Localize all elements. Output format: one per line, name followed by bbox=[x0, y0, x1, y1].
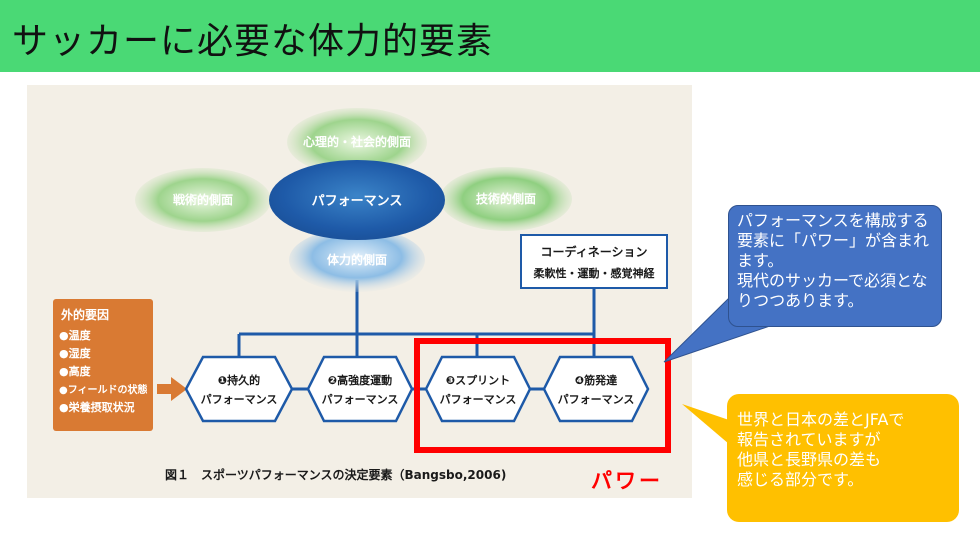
ellipse-technical-label: 技術的側面 bbox=[476, 191, 536, 206]
arrow-icon bbox=[157, 377, 187, 401]
hexagon-muscle-line1: ❹筋発達 bbox=[575, 373, 617, 387]
external-factors-box: 外的要因 ●温度 ●湿度 ●高度 ●フィールドの状態 ●栄養摂取状況 bbox=[53, 299, 153, 431]
figure-caption: 図１ スポーツパフォーマンスの決定要素（Bangsbo,2006) bbox=[165, 467, 506, 482]
external-item-4: ●フィールドの状態 bbox=[59, 383, 148, 396]
connector-lines bbox=[237, 280, 596, 391]
title-bar: サッカーに必要な体力的要素 bbox=[0, 0, 980, 72]
hexagon-sprint-line2: パフォーマンス bbox=[440, 393, 517, 406]
power-highlight-box bbox=[414, 338, 671, 453]
ellipse-psych-label: 心理的・社会的側面 bbox=[303, 134, 411, 149]
ellipse-psych: 心理的・社会的側面 bbox=[287, 108, 427, 176]
coordination-box: コーディネーション 柔軟性・運動・感覚神経 bbox=[520, 234, 668, 289]
hexagon-muscle-line2: パフォーマンス bbox=[558, 393, 635, 406]
hexagon-sprint-line1: ❸スプリント bbox=[446, 373, 510, 387]
coordination-line1: コーディネーション bbox=[541, 244, 648, 259]
callout-blue-note: パフォーマンスを構成する要素に「パワー」が含まれます。 現代のサッカーで必須とな… bbox=[728, 205, 942, 327]
ellipse-performance: パフォーマンス bbox=[269, 160, 445, 240]
hexagon-endurance-line2: パフォーマンス bbox=[201, 393, 278, 406]
external-item-1: ●温度 bbox=[59, 328, 92, 342]
hexagon-endurance-line1: ❶持久的 bbox=[218, 373, 260, 387]
ellipse-tactical-label: 戦術的側面 bbox=[173, 192, 233, 207]
ellipse-tactical: 戦術的側面 bbox=[135, 168, 271, 232]
power-label: パワー bbox=[591, 469, 663, 493]
ellipse-physical-label: 体力的側面 bbox=[327, 252, 387, 267]
hexagon-high-intensity: ❷高強度運動 パフォーマンス bbox=[306, 355, 414, 423]
hexagon-high-intensity-line1: ❷高強度運動 bbox=[328, 373, 392, 387]
hexagon-endurance: ❶持久的 パフォーマンス bbox=[184, 355, 294, 423]
figure-panel: 心理的・社会的側面 戦術的側面 技術的側面 体力的側面 パフォーマンス コーディ… bbox=[27, 85, 692, 498]
callout-yellow-note: 世界と日本の差とJFAで 報告されていますが 他県と長野県の差も 感じる部分です… bbox=[727, 394, 959, 522]
external-title: 外的要因 bbox=[61, 307, 109, 322]
hexagon-sprint: ❸スプリント パフォーマンス bbox=[424, 355, 532, 423]
coordination-line2: 柔軟性・運動・感覚神経 bbox=[533, 266, 656, 280]
ellipse-technical: 技術的側面 bbox=[440, 167, 572, 231]
hexagon-high-intensity-line2: パフォーマンス bbox=[322, 393, 399, 406]
external-item-5: ●栄養摂取状況 bbox=[59, 400, 135, 414]
hexagon-muscle: ❹筋発達 パフォーマンス bbox=[542, 355, 650, 423]
external-item-2: ●湿度 bbox=[59, 346, 92, 360]
ellipse-performance-label: パフォーマンス bbox=[312, 194, 403, 209]
slide-title: サッカーに必要な体力的要素 bbox=[12, 21, 494, 62]
performance-diagram: 心理的・社会的側面 戦術的側面 技術的側面 体力的側面 パフォーマンス コーディ… bbox=[53, 108, 671, 482]
ellipse-physical: 体力的側面 bbox=[289, 228, 425, 292]
external-item-3: ●高度 bbox=[59, 364, 92, 378]
